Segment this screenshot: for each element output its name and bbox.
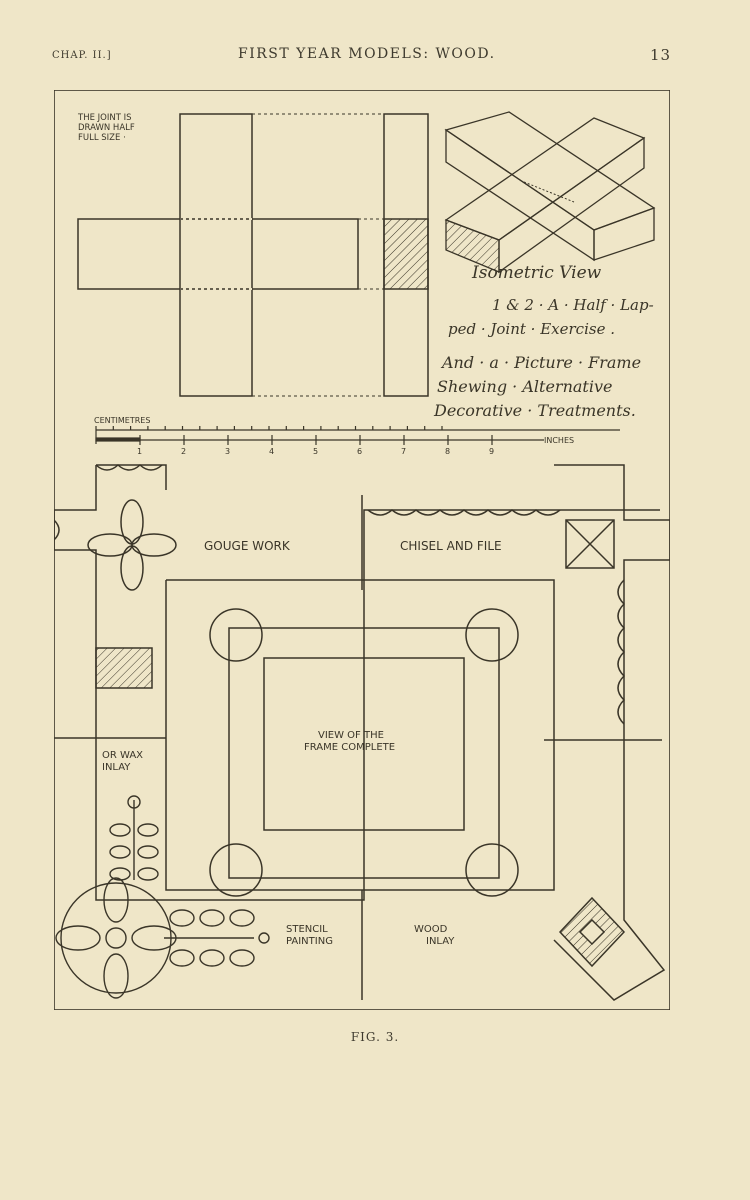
scale-bar: [95, 426, 620, 445]
chapter-marker: CHAP. II.]: [52, 50, 112, 61]
centimetre-tick-marks: [112, 426, 443, 430]
inch-tick-label: 6: [357, 447, 362, 456]
stencil-rosette: [55, 795, 270, 999]
description-line-2: ped · Joint · Exercise .: [448, 320, 615, 338]
frame-complete-label-1: VIEW OF THE: [318, 730, 384, 741]
inch-tick-label: 4: [269, 447, 274, 456]
page-number: 13: [650, 46, 672, 64]
figure-drawing: THE JOINT IS DRAWN HALF FULL SIZE · Isom…: [54, 90, 670, 1010]
description-line-1: 1 & 2 · A · Half · Lap-: [492, 296, 654, 314]
inch-tick-label: 2: [181, 447, 186, 456]
frame-complete-view: [209, 608, 519, 897]
wax-inlay-label-1: OR WAX: [102, 750, 143, 761]
inch-tick-labels: 1 2 3 4 5 6 7 8 9: [137, 447, 494, 456]
stencil-label-2: PAINTING: [286, 936, 333, 947]
frame-line-1: And · a · Picture · Frame: [440, 353, 641, 372]
frame-complete-label-2: FRAME COMPLETE: [304, 742, 395, 753]
chisel-file-label: CHISEL AND FILE: [400, 539, 502, 553]
note-line-3: FULL SIZE ·: [78, 133, 126, 143]
wood-inlay-label-1: WOOD: [414, 924, 448, 935]
wood-inlay-label-2: INLAY: [426, 936, 455, 947]
inch-tick-label: 1: [137, 447, 142, 456]
joint-note: THE JOINT IS DRAWN HALF FULL SIZE ·: [77, 113, 135, 143]
inch-tick-label: 8: [445, 447, 450, 456]
plan-view-cross: [77, 113, 384, 397]
picture-frame-plan: [54, 463, 670, 1001]
scale-centimetres-label: CENTIMETRES: [94, 416, 150, 425]
scale-inches-label: INCHES: [544, 436, 574, 445]
isometric-view: [444, 111, 656, 274]
side-elevation: [383, 113, 429, 397]
frame-line-3: Decorative · Treatments.: [433, 401, 636, 420]
note-line-2: DRAWN HALF: [78, 123, 135, 133]
inch-tick-label: 9: [489, 447, 494, 456]
running-title: FIRST YEAR MODELS: WOOD.: [238, 46, 496, 62]
inch-tick-label: 3: [225, 447, 230, 456]
isometric-title: Isometric View: [471, 263, 602, 283]
inch-tick-label: 5: [313, 447, 318, 456]
gouge-work-label: GOUGE WORK: [204, 539, 291, 553]
gouge-quatrefoil: [87, 499, 177, 591]
wax-inlay-label-2: INLAY: [102, 762, 131, 773]
frame-line-2: Shewing · Alternative: [437, 377, 612, 396]
stencil-label-1: STENCIL: [286, 924, 328, 935]
note-line-1: THE JOINT IS: [77, 113, 132, 123]
figure-caption: FIG. 3.: [350, 1030, 400, 1044]
figure-plate: THE JOINT IS DRAWN HALF FULL SIZE · Isom…: [54, 90, 670, 1010]
inch-tick-label: 7: [401, 447, 406, 456]
